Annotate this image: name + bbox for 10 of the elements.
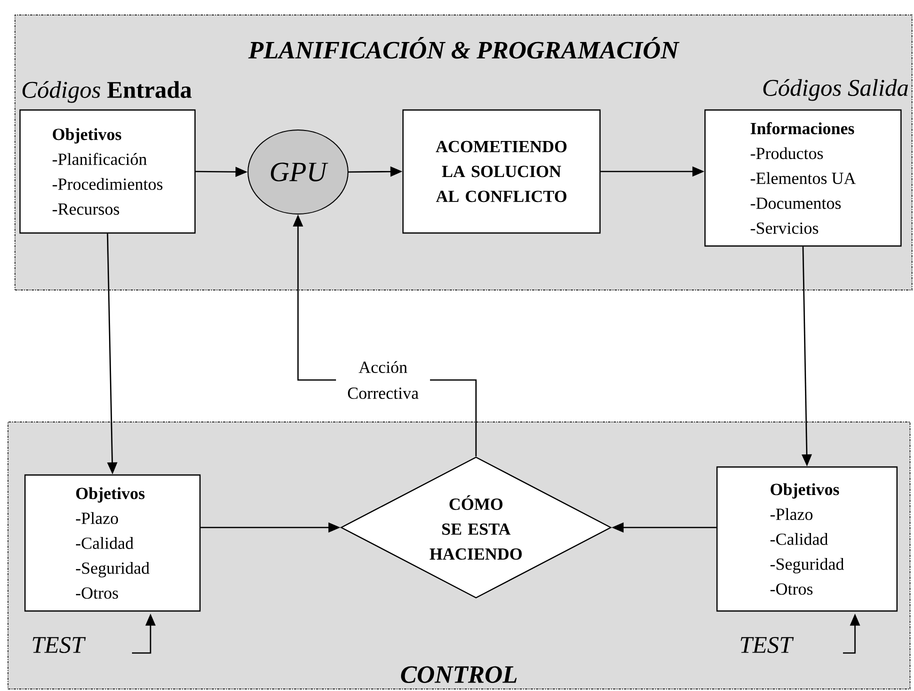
test-label: TEST	[740, 636, 794, 654]
list-box: Informaciones -Productos -Elementos UA -Documentos -Servicios	[704, 109, 902, 247]
list-box: Objetivos -Planificación -Procedimientos -Recursos	[19, 109, 196, 234]
test-label: TEST	[32, 636, 86, 654]
heading-label: Códigos Entrada	[22, 81, 192, 103]
process-box: ACOMETIENDO LA SOLUCION AL CONFLICTO	[402, 109, 601, 234]
edge-label: Acción Correctiva	[336, 360, 430, 400]
list-box: Objetivos -Plazo -Calidad -Seguridad -Otros	[24, 474, 201, 612]
list-box: Objetivos -Plazo -Calidad -Seguridad -Otros	[716, 466, 898, 612]
heading-label: Códigos Salida	[763, 79, 908, 101]
